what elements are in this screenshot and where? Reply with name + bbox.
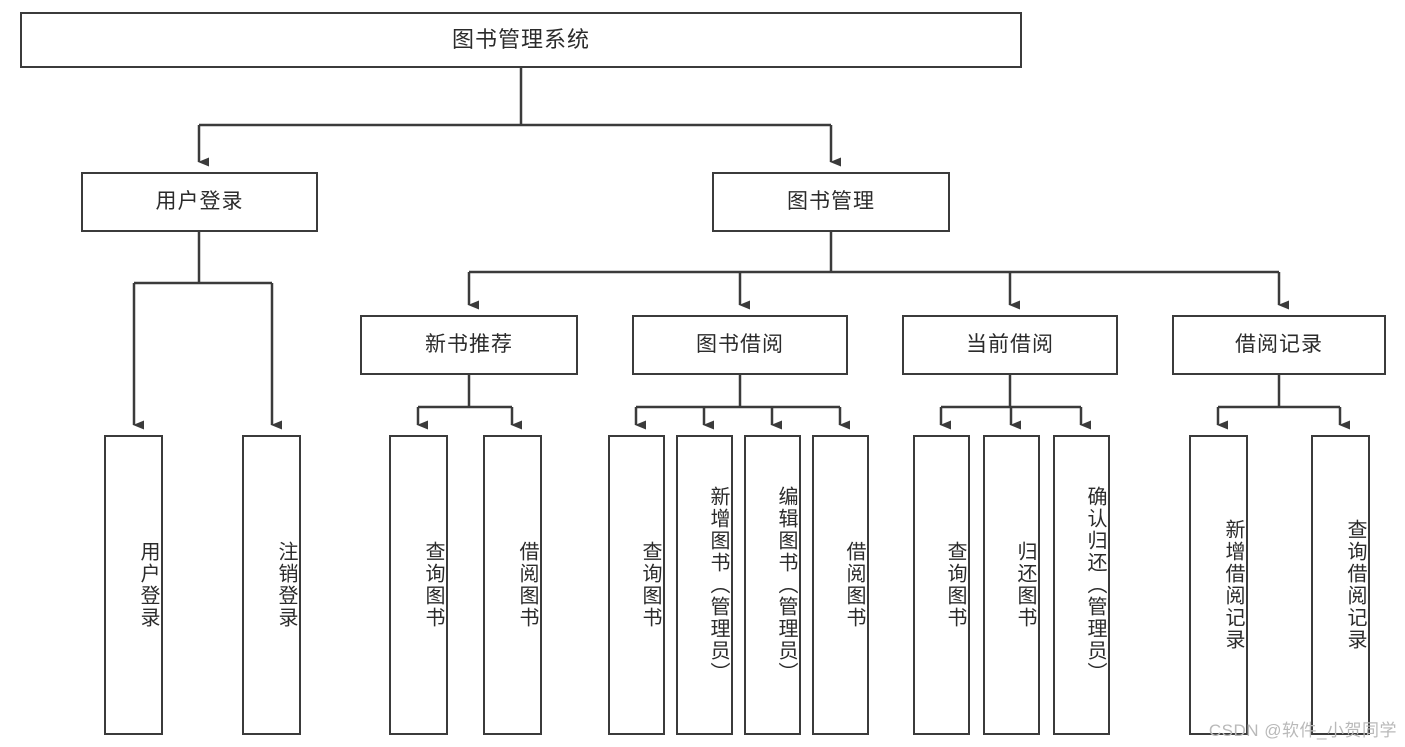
node-leaf-query-books-rec[interactable]: 查询图书 bbox=[389, 435, 448, 735]
node-leaf-confirm-return-admin[interactable]: 确认归还（管理员） bbox=[1053, 435, 1110, 735]
node-level3-book-borrow[interactable]: 图书借阅 bbox=[632, 315, 848, 375]
node-level3-current-borrow[interactable]: 当前借阅 bbox=[902, 315, 1118, 375]
node-leaf-query-books-borrow[interactable]: 查询图书 bbox=[608, 435, 665, 735]
node-leaf-add-book-admin[interactable]: 新增图书（管理员） bbox=[676, 435, 733, 735]
node-level2-user-login[interactable]: 用户登录 bbox=[81, 172, 318, 232]
node-leaf-logout[interactable]: 注销登录 bbox=[242, 435, 301, 735]
node-leaf-query-books-current[interactable]: 查询图书 bbox=[913, 435, 970, 735]
node-level2-book-management[interactable]: 图书管理 bbox=[712, 172, 950, 232]
node-leaf-borrow-book[interactable]: 借阅图书 bbox=[812, 435, 869, 735]
node-leaf-query-borrow-record[interactable]: 查询借阅记录 bbox=[1311, 435, 1370, 735]
node-leaf-add-borrow-record[interactable]: 新增借阅记录 bbox=[1189, 435, 1248, 735]
watermark: CSDN @软件_小贺同学 bbox=[1208, 721, 1397, 740]
node-leaf-borrow-books-rec[interactable]: 借阅图书 bbox=[483, 435, 542, 735]
node-level3-borrow-records[interactable]: 借阅记录 bbox=[1172, 315, 1386, 375]
node-root[interactable]: 图书管理系统 bbox=[20, 12, 1022, 68]
node-leaf-user-login[interactable]: 用户登录 bbox=[104, 435, 163, 735]
node-level3-new-book-recommend[interactable]: 新书推荐 bbox=[360, 315, 578, 375]
node-leaf-return-book[interactable]: 归还图书 bbox=[983, 435, 1040, 735]
node-leaf-edit-book-admin[interactable]: 编辑图书（管理员） bbox=[744, 435, 801, 735]
